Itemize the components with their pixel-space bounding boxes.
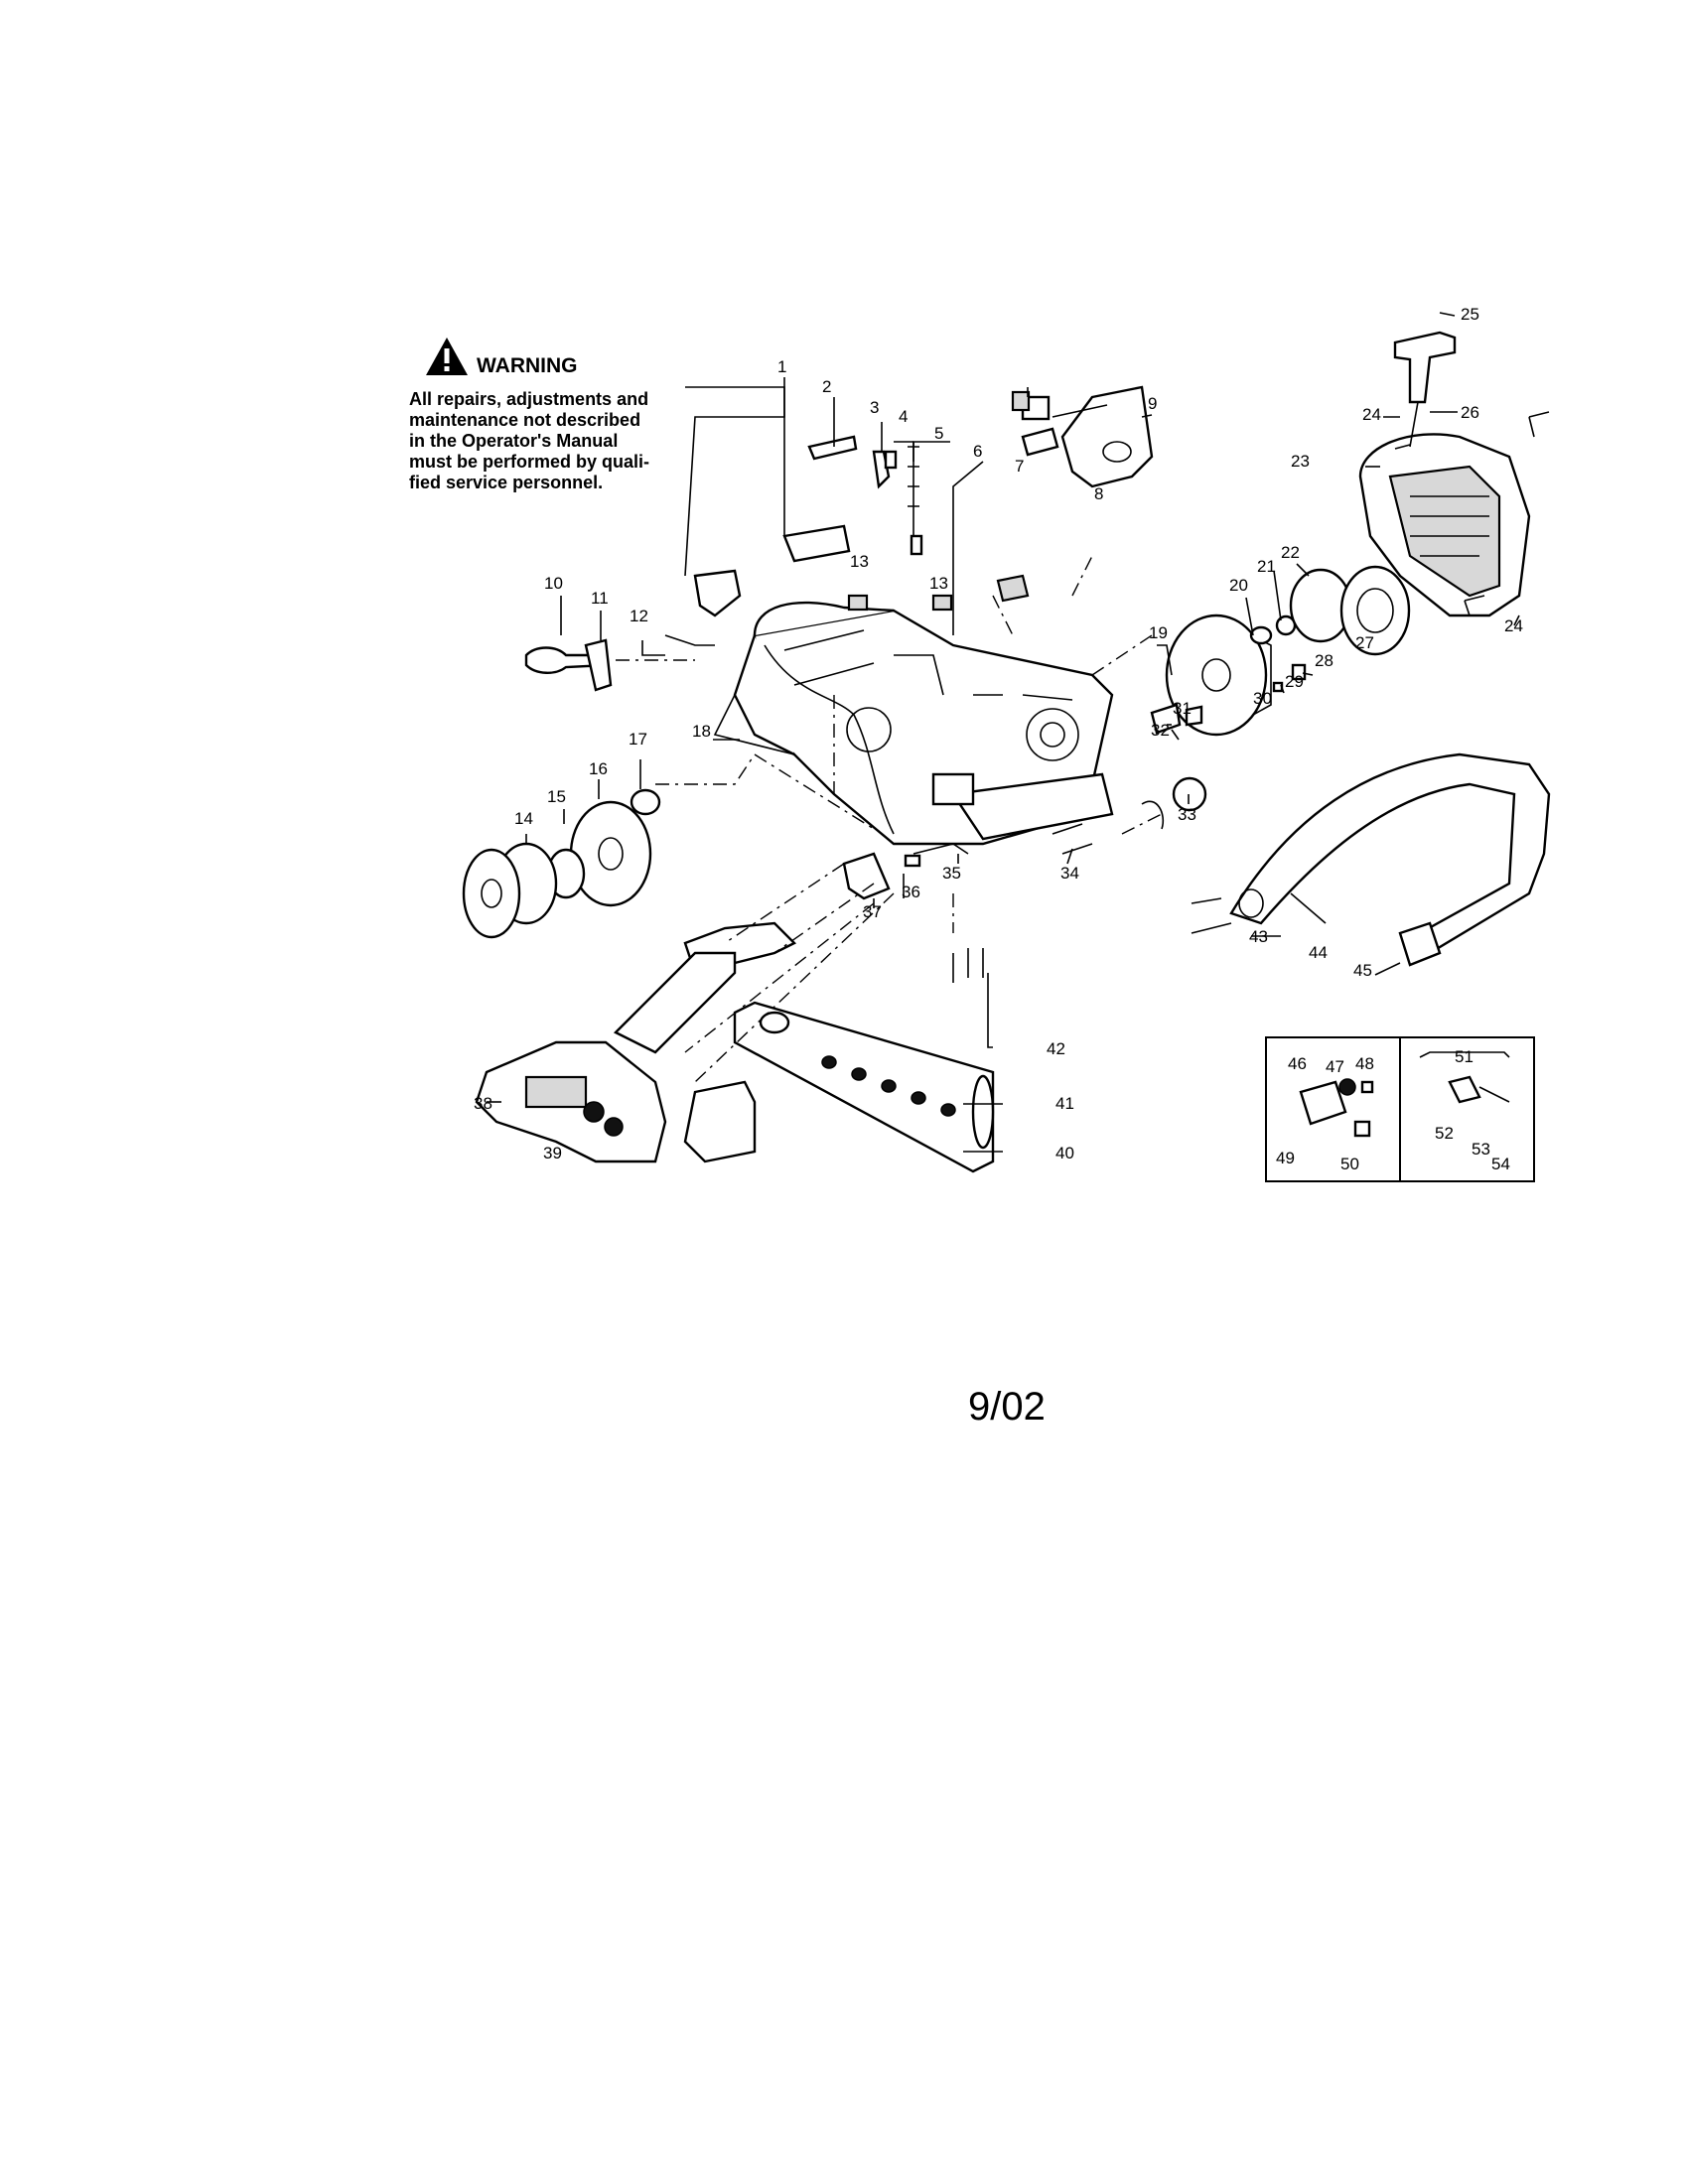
warning-line: All repairs, adjustments and [409, 389, 649, 409]
callout-11: 11 [591, 589, 609, 608]
callout-18: 18 [692, 722, 711, 741]
callout-13a: 13 [850, 552, 869, 571]
callout-48: 48 [1355, 1054, 1374, 1073]
clutch-parts-drawing [462, 634, 715, 939]
flywheel-starter-drawing [1141, 331, 1550, 830]
callout-7: 7 [1015, 457, 1024, 476]
callout-21: 21 [1257, 557, 1276, 576]
callout-1: 1 [777, 357, 786, 376]
callout-labels: 1 2 3 4 5 6 7 8 9 10 11 12 13 13 14 15 1… [474, 305, 1523, 1173]
warning-triangle-icon [426, 338, 468, 375]
front-handle-drawing [1191, 752, 1551, 967]
callout-51: 51 [1455, 1047, 1474, 1066]
callout-37: 37 [863, 902, 882, 921]
handle-parts-drawing [693, 385, 1154, 617]
warning-line: must be performed by quali- [409, 452, 650, 472]
callout-10: 10 [544, 574, 563, 593]
callout-41: 41 [1055, 1094, 1074, 1113]
callout-12: 12 [630, 607, 648, 625]
callout-32: 32 [1151, 721, 1170, 740]
callout-31: 31 [1173, 699, 1192, 718]
callout-24b: 24 [1504, 616, 1523, 635]
callout-23: 23 [1291, 452, 1310, 471]
callout-33: 33 [1178, 805, 1196, 824]
callout-4: 4 [899, 407, 908, 426]
callout-3: 3 [870, 398, 879, 417]
alignment-lines [616, 555, 1163, 1083]
warning-text: All repairs, adjustments and maintenance… [409, 389, 697, 493]
inset-parts-drawing [1265, 1036, 1535, 1182]
callout-35: 35 [942, 864, 961, 883]
callout-28: 28 [1315, 651, 1333, 670]
callout-39: 39 [543, 1144, 562, 1162]
callout-36: 36 [902, 883, 920, 901]
callout-8: 8 [1094, 484, 1103, 503]
callout-42: 42 [1047, 1039, 1065, 1058]
warning-line: maintenance not described [409, 410, 641, 430]
warning-line: in the Operator's Manual [409, 431, 619, 451]
callout-20: 20 [1229, 576, 1248, 595]
callout-19: 19 [1149, 623, 1168, 642]
callout-5: 5 [934, 424, 943, 443]
callout-15: 15 [547, 787, 566, 806]
callout-40: 40 [1055, 1144, 1074, 1162]
engine-housing-drawing [713, 601, 1114, 846]
callout-14: 14 [514, 809, 533, 828]
callout-9: 9 [1148, 394, 1157, 413]
callout-22: 22 [1281, 543, 1300, 562]
callout-13b: 13 [929, 574, 948, 593]
bar-mount-parts-drawing [842, 823, 1093, 900]
callout-53: 53 [1472, 1140, 1490, 1159]
callout-46: 46 [1288, 1054, 1307, 1073]
warning-title: WARNING [477, 354, 578, 377]
leader-lines [487, 312, 1520, 1153]
callout-6: 6 [973, 442, 982, 461]
callout-17: 17 [629, 730, 647, 749]
callout-34: 34 [1060, 864, 1079, 883]
callout-38: 38 [474, 1094, 492, 1113]
callout-26: 26 [1461, 403, 1479, 422]
callout-49: 49 [1276, 1149, 1295, 1167]
callout-45: 45 [1353, 961, 1372, 980]
callout-29: 29 [1285, 672, 1304, 691]
callout-50: 50 [1340, 1155, 1359, 1173]
sprocket-cover-drawing [475, 921, 797, 1163]
callout-30: 30 [1253, 689, 1272, 708]
date-code: 9/02 [968, 1385, 1046, 1429]
callout-52: 52 [1435, 1124, 1454, 1143]
callout-16: 16 [589, 759, 608, 778]
guide-bar-chain-drawing [733, 948, 995, 1173]
callout-43: 43 [1249, 927, 1268, 946]
warning-line: fied service personnel. [409, 473, 604, 492]
callout-2: 2 [822, 377, 831, 396]
callout-24a: 24 [1362, 405, 1381, 424]
callout-27: 27 [1355, 633, 1374, 652]
callout-25: 25 [1461, 305, 1479, 324]
callout-44: 44 [1309, 943, 1328, 962]
callout-47: 47 [1326, 1057, 1344, 1076]
callout-54: 54 [1491, 1155, 1510, 1173]
